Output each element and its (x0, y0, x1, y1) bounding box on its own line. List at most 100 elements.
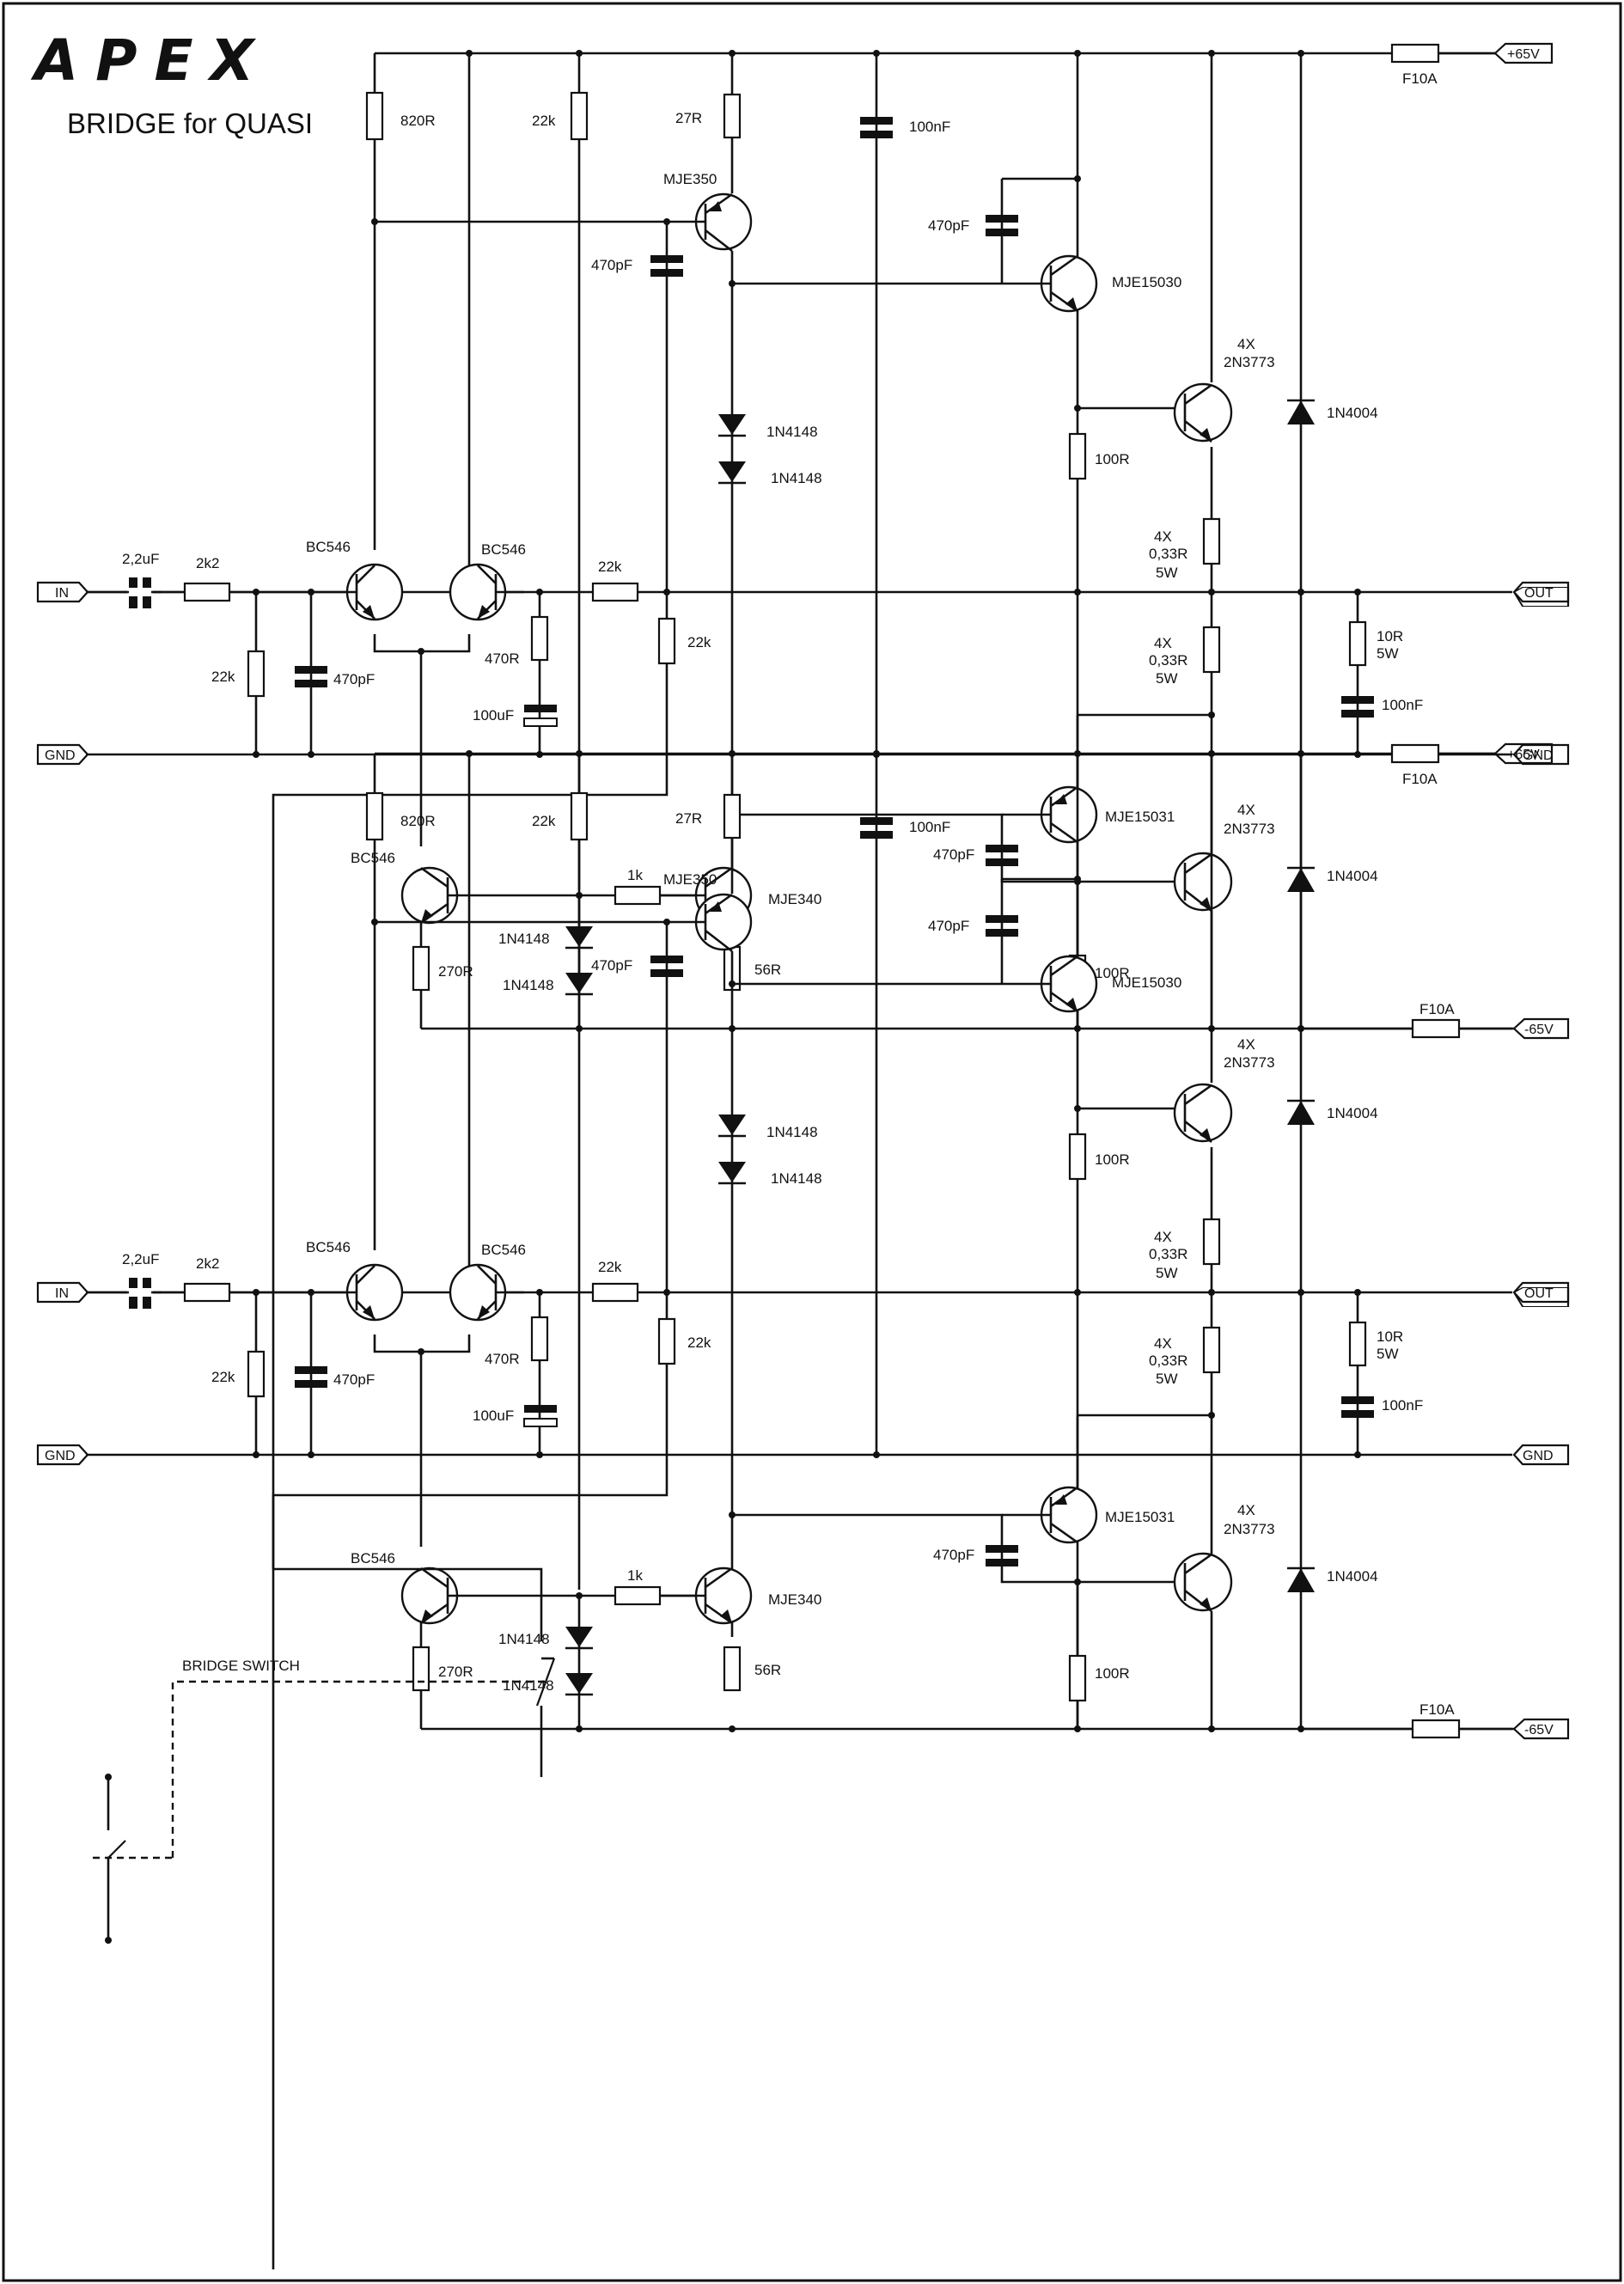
svg-text:5W: 5W (1156, 565, 1178, 581)
svg-text:BC546: BC546 (481, 541, 526, 558)
transistor-mje15031: MJE15031 (1002, 785, 1175, 844)
svg-text:100nF: 100nF (1382, 697, 1423, 713)
transistor-bc546-lower: BC546 (351, 850, 468, 925)
svg-text:22k: 22k (598, 559, 622, 575)
svg-text:56R: 56R (754, 1662, 781, 1678)
svg-text:470pF: 470pF (933, 1547, 974, 1563)
svg-text:0,33R: 0,33R (1149, 546, 1187, 562)
svg-text:5W: 5W (1156, 1371, 1178, 1387)
svg-text:2N3773: 2N3773 (1224, 1054, 1275, 1071)
svg-text:2N3773: 2N3773 (1224, 354, 1275, 370)
transistor-bc546-right: BC546 (449, 541, 526, 621)
svg-text:MJE15030: MJE15030 (1112, 274, 1181, 290)
svg-text:10R: 10R (1377, 628, 1403, 644)
port-vpos: +65V (1493, 742, 1554, 765)
svg-text:1N4148: 1N4148 (766, 424, 818, 440)
svg-text:4X: 4X (1154, 528, 1172, 545)
svg-text:BC546: BC546 (351, 850, 395, 866)
svg-text:100R: 100R (1095, 965, 1130, 981)
svg-text:1k: 1k (627, 867, 643, 883)
schematic-title: BRIDGE for QUASI (67, 107, 313, 139)
svg-text:4X: 4X (1154, 1335, 1172, 1352)
svg-text:1N4148: 1N4148 (498, 931, 550, 947)
svg-text:MJE350: MJE350 (663, 171, 717, 187)
svg-text:GND: GND (1523, 748, 1554, 763)
port-out: OUT (1512, 1281, 1570, 1308)
transistor-mje15030: MJE15030 (1002, 254, 1181, 313)
svg-text:100nF: 100nF (909, 119, 950, 135)
svg-text:F10A: F10A (1419, 1001, 1455, 1017)
svg-text:4X: 4X (1237, 802, 1255, 818)
svg-text:1N4004: 1N4004 (1327, 1568, 1378, 1585)
svg-text:100uF: 100uF (473, 1408, 514, 1424)
svg-text:470pF: 470pF (333, 1371, 375, 1388)
svg-text:MJE340: MJE340 (768, 1591, 821, 1608)
transistor-2n3773-top: 4X 2N3773 (1173, 336, 1275, 443)
svg-text:22k: 22k (211, 669, 235, 685)
svg-text:-65V: -65V (1524, 1023, 1554, 1037)
svg-text:-65V: -65V (1524, 1723, 1554, 1737)
svg-text:27R: 27R (675, 810, 702, 827)
svg-text:MJE340: MJE340 (768, 891, 821, 907)
apex-logo: APEX (30, 27, 271, 94)
svg-text:MJE15030: MJE15030 (1112, 974, 1181, 991)
port-vneg: -65V (1512, 1017, 1570, 1040)
svg-text:+65V: +65V (1507, 748, 1540, 762)
transistor-2n3773-bottom: 4X 2N3773 (1173, 1502, 1275, 1613)
amplifier-channel-lower-body: IN GND OUT GND +65V -65V 2,2uF (36, 742, 1570, 2269)
svg-text:22k: 22k (211, 1369, 235, 1385)
svg-text:BRIDGE SWITCH: BRIDGE SWITCH (182, 1658, 300, 1674)
svg-text:470pF: 470pF (591, 257, 632, 273)
svg-text:22k: 22k (687, 634, 711, 650)
svg-text:4X: 4X (1237, 1036, 1255, 1053)
svg-text:1N4148: 1N4148 (766, 1124, 818, 1140)
svg-text:GND: GND (1523, 1449, 1554, 1463)
svg-text:0,33R: 0,33R (1149, 652, 1187, 669)
svg-text:4X: 4X (1154, 635, 1172, 651)
svg-text:4X: 4X (1154, 1229, 1172, 1245)
port-vpos: +65V (1493, 42, 1554, 64)
transistor-mje15031: MJE15031 (1002, 1486, 1175, 1544)
svg-text:4X: 4X (1237, 336, 1255, 352)
svg-text:100R: 100R (1095, 1151, 1130, 1168)
svg-text:470R: 470R (485, 650, 520, 667)
svg-text:1N4148: 1N4148 (503, 977, 554, 993)
svg-text:5W: 5W (1377, 1346, 1399, 1362)
svg-text:1N4004: 1N4004 (1327, 1105, 1378, 1121)
svg-text:2k2: 2k2 (196, 555, 219, 571)
amplifier-channel-upper: IN GND OUT GND +65V -65V 2,2uF (36, 42, 1570, 1569)
svg-text:470pF: 470pF (928, 918, 969, 934)
svg-text:OUT: OUT (1524, 586, 1554, 601)
port-gnd: GND (36, 743, 89, 766)
svg-text:100R: 100R (1095, 451, 1130, 467)
svg-text:2,2uF: 2,2uF (122, 551, 159, 567)
svg-text:1k: 1k (627, 1567, 643, 1584)
port-in: IN (36, 1281, 89, 1304)
svg-text:5W: 5W (1156, 1265, 1178, 1281)
svg-text:820R: 820R (400, 113, 436, 129)
svg-text:2N3773: 2N3773 (1224, 1521, 1275, 1537)
svg-text:270R: 270R (438, 963, 473, 980)
svg-text:22k: 22k (598, 1259, 622, 1275)
svg-text:0,33R: 0,33R (1149, 1353, 1187, 1369)
svg-text:OUT: OUT (1524, 1286, 1554, 1301)
port-vneg: -65V (1512, 1718, 1570, 1740)
svg-text:470pF: 470pF (591, 957, 632, 974)
port-gnd: GND (36, 1444, 89, 1466)
svg-text:GND: GND (45, 1449, 76, 1463)
svg-text:27R: 27R (675, 110, 702, 126)
svg-text:1N4148: 1N4148 (498, 1631, 550, 1647)
svg-text:100nF: 100nF (1382, 1397, 1423, 1414)
svg-text:820R: 820R (400, 813, 436, 829)
svg-text:1N4004: 1N4004 (1327, 868, 1378, 884)
svg-text:470pF: 470pF (933, 846, 974, 863)
svg-text:100nF: 100nF (909, 819, 950, 835)
svg-text:IN: IN (55, 1286, 69, 1301)
svg-text:100R: 100R (1095, 1665, 1130, 1682)
svg-text:4X: 4X (1237, 1502, 1255, 1518)
svg-text:270R: 270R (438, 1664, 473, 1680)
svg-text:1N4148: 1N4148 (771, 1170, 822, 1187)
svg-text:MJE15031: MJE15031 (1105, 809, 1175, 825)
